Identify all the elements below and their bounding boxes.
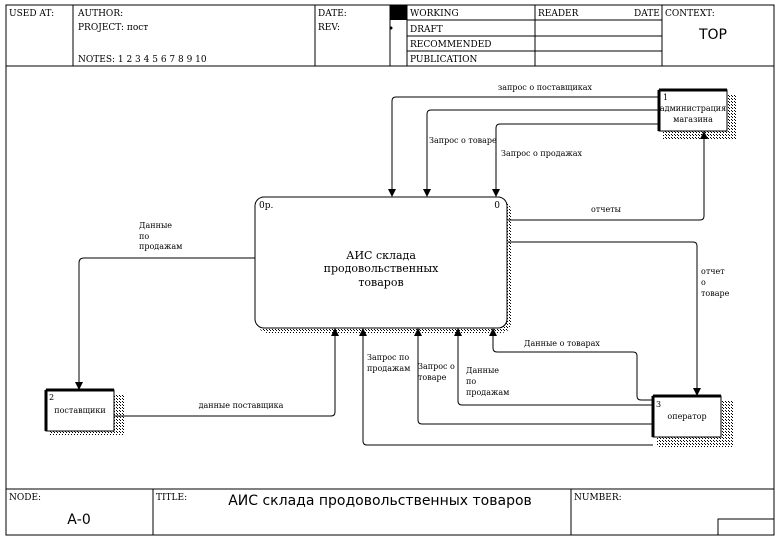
arrow-reports — [508, 131, 708, 221]
label-reports: отчеты — [591, 205, 622, 214]
footer — [6, 488, 775, 536]
entity-2-line-1: поставщики — [54, 406, 105, 415]
label-sales-data-bottom-1: Данные — [466, 366, 499, 375]
main-box-ref-left: 0р. — [259, 201, 273, 211]
entity-administration: 1 администрация магазина — [657, 88, 737, 139]
label-sales-data-left-1: Данные — [139, 221, 172, 230]
label-product-report-3: товаре — [701, 289, 730, 298]
main-process-box: 0р. 0 АИС склада продовольственных товар… — [254, 196, 511, 333]
status-publication: PUBLICATION — [410, 55, 477, 65]
entity-1-number: 1 — [663, 93, 668, 102]
entity-suppliers: 2 поставщики — [44, 388, 124, 435]
status-draft: DRAFT — [410, 25, 443, 35]
arrow-sales-data-left — [75, 257, 255, 390]
entity-3-number: 3 — [656, 400, 661, 409]
arrow-sales-data-bottom — [454, 328, 653, 406]
arrow-product-request-top — [423, 109, 659, 197]
used-at-label: USED AT: — [9, 9, 54, 19]
main-box-line-2: продовольственных — [324, 262, 440, 275]
entity-1-line-1: администрация — [660, 104, 726, 113]
label-product-report-2: о — [701, 278, 706, 287]
arrow-sales-request-bottom — [359, 328, 653, 446]
entity-3-line-1: оператор — [667, 412, 706, 421]
label-product-request-bottom-2: товаре — [418, 373, 447, 382]
label-sales-data-left-3: продажам — [139, 242, 182, 251]
label-product-request-bottom-1: Запрос о — [418, 362, 455, 371]
label-sales-data-bottom-3: продажам — [466, 388, 509, 397]
arrow-product-report — [508, 241, 701, 396]
entity-1-line-2: магазина — [673, 115, 713, 124]
title-label: TITLE: — [156, 493, 187, 503]
entity-2-number: 2 — [49, 393, 54, 402]
main-box-line-1: АИС склада — [346, 249, 416, 262]
context-value: TOP — [698, 27, 727, 43]
label-sales-data-left-2: по — [139, 232, 149, 241]
rev-label: REV: — [318, 23, 340, 33]
arrow-product-data — [489, 328, 653, 401]
main-box-ref-right: 0 — [494, 201, 500, 211]
node-value: А-0 — [67, 512, 91, 528]
date-label: DATE: — [318, 9, 347, 19]
reader-label: READER — [538, 9, 579, 19]
label-product-report-1: отчет — [701, 267, 725, 276]
reader-date-label: DATE — [634, 9, 660, 19]
status-working: WORKING — [410, 9, 459, 19]
label-sales-request-bottom-1: Запрос по — [367, 353, 409, 362]
notes-label: NOTES: 1 2 3 4 5 6 7 8 9 10 — [78, 55, 207, 65]
label-product-request-top: Запрос о товаре — [429, 136, 497, 145]
project-label: PROJECT: пост — [78, 23, 148, 33]
main-box-line-3: товаров — [358, 276, 403, 289]
entity-operator: 3 оператор — [651, 394, 733, 447]
label-sales-data-bottom-2: по — [466, 377, 476, 386]
node-label: NODE: — [9, 493, 41, 503]
status-recommended: RECOMMENDED — [410, 40, 492, 50]
diagram-title: АИС склада продовольственных товаров — [228, 493, 532, 509]
arrow-product-request-bottom — [414, 328, 653, 425]
author-label: AUTHOR: — [77, 9, 123, 19]
arrow-sales-request-top — [492, 123, 659, 197]
arrow-supplier-data — [114, 328, 339, 417]
label-sales-request-top: Запрос о продажах — [501, 149, 583, 158]
arrow-supplier-request — [388, 96, 659, 197]
draft-marker-dot — [389, 26, 393, 30]
label-supplier-request: запрос о поставщиках — [498, 83, 593, 92]
working-status-marker — [390, 5, 407, 20]
number-label: NUMBER: — [574, 493, 622, 503]
label-sales-request-bottom-2: продажам — [367, 364, 410, 373]
label-supplier-data: данные поставщика — [199, 401, 284, 410]
context-label: CONTEXT: — [665, 9, 715, 19]
label-product-data: Данные о товарах — [524, 339, 600, 348]
